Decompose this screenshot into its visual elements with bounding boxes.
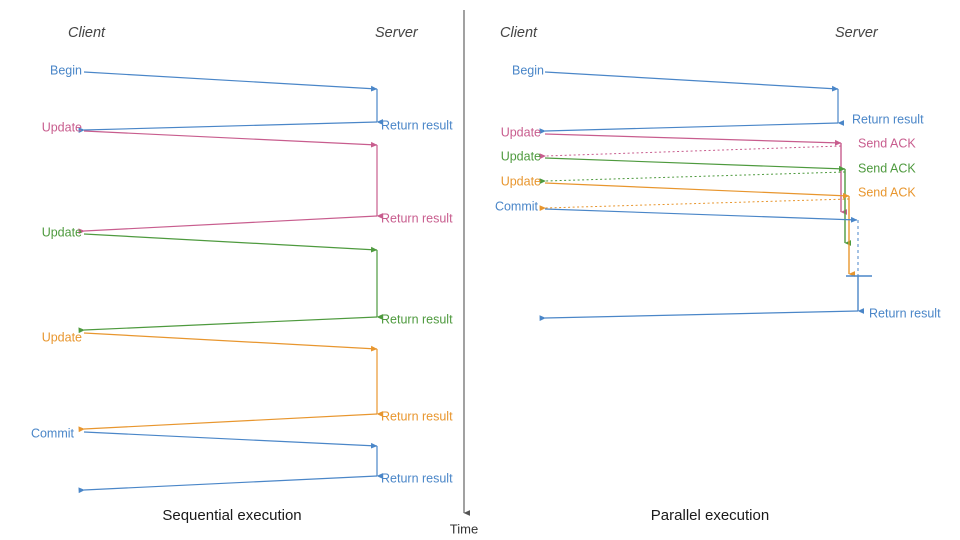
message-arrow-parallel-begin-ret (539, 122, 839, 135)
message-arrow-sequential-begin (83, 71, 378, 92)
message-arrow-parallel-ack1 (539, 145, 842, 160)
message-arrow-parallel-update1 (544, 133, 842, 146)
message-arrow-sequential-begin-ret (78, 121, 378, 134)
message-label-sequential-commit: Commit (31, 426, 75, 440)
message-arrow-parallel-update2 (544, 157, 846, 172)
message-label-parallel-begin-ret: Return result (852, 112, 924, 126)
actor-header-server-sequential: Server (375, 25, 419, 41)
message-arrow-sequential-update3 (83, 332, 378, 352)
message-label-parallel-ack1: Send ACK (858, 136, 916, 150)
message-label-parallel-commit-ret: Return result (869, 306, 941, 320)
message-label-sequential-commit-ret: Return result (381, 471, 453, 485)
panel-caption-parallel: Parallel execution (651, 507, 769, 524)
actor-header-client-sequential: Client (68, 25, 106, 41)
actor-header-server-parallel: Server (835, 25, 879, 41)
message-arrow-parallel-update3 (544, 182, 850, 199)
message-label-parallel-update3: Update (501, 174, 541, 188)
message-label-parallel-commit: Commit (495, 199, 539, 213)
message-arrow-parallel-ack2 (539, 171, 846, 185)
message-arrow-sequential-update2-ret (78, 316, 378, 334)
message-label-parallel-update2: Update (501, 149, 541, 163)
message-label-parallel-begin: Begin (512, 63, 544, 77)
message-label-sequential-update2-ret: Return result (381, 312, 453, 326)
message-arrow-parallel-commit (544, 208, 858, 223)
message-label-parallel-ack2: Send ACK (858, 161, 916, 175)
message-label-sequential-begin: Begin (50, 63, 82, 77)
message-label-sequential-update1-ret: Return result (381, 211, 453, 225)
actor-header-client-parallel: Client (500, 25, 538, 41)
message-label-sequential-update3: Update (42, 330, 82, 344)
message-arrow-parallel-begin (544, 71, 839, 92)
message-label-parallel-update1: Update (501, 125, 541, 139)
message-arrow-sequential-commit (83, 431, 378, 449)
message-arrow-parallel-commit-ret (539, 310, 859, 322)
message-label-parallel-ack3: Send ACK (858, 185, 916, 199)
message-label-sequential-update3-ret: Return result (381, 409, 453, 423)
panel-caption-sequential: Sequential execution (162, 507, 301, 524)
time-axis-label: Time (450, 521, 478, 536)
message-label-sequential-begin-ret: Return result (381, 118, 453, 132)
message-label-sequential-update2: Update (42, 225, 82, 239)
message-arrow-sequential-commit-ret (78, 475, 378, 494)
message-arrow-sequential-update1 (83, 130, 378, 148)
message-arrow-parallel-ack3 (539, 198, 850, 212)
message-arrow-sequential-update2 (83, 233, 378, 253)
message-arrow-sequential-update3-ret (78, 413, 378, 433)
message-label-sequential-update1: Update (42, 120, 82, 134)
message-arrow-sequential-update1-ret (78, 215, 378, 235)
